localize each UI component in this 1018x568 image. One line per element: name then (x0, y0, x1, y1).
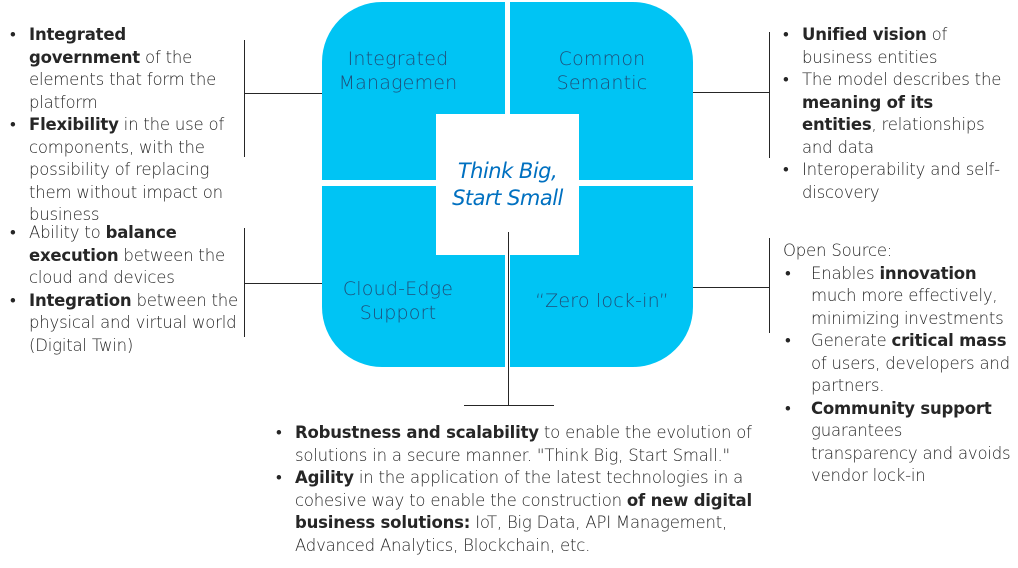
list-item: Ability to balance execution between the… (10, 222, 242, 290)
right-top-text: Unified vision of business entities The … (783, 24, 1011, 204)
list-item: Integration between the physical and vir… (10, 290, 242, 358)
list-item: Enables innovation much more effectively… (783, 263, 1011, 331)
right-bottom-text: Open Source: Enables innovation much mor… (783, 240, 1011, 488)
list-item: Generate critical mass of users, develop… (783, 330, 1011, 398)
open-source-title: Open Source: (783, 241, 893, 260)
quadrant-label-top-left: Integrated Managemen (338, 48, 458, 94)
quadrant-label-bottom-left: Cloud-Edge Support (342, 278, 454, 324)
list-item: The model describes the meaning of its e… (783, 69, 1011, 159)
list-item: Robustness and scalability to enable the… (276, 422, 762, 467)
quadrant-label-top-right: Common Semantic (556, 48, 648, 94)
center-title: Think Big, Start Small (436, 158, 579, 212)
list-item: Flexibility in the use of components, wi… (10, 114, 240, 227)
list-item: Community support guarantees transparenc… (783, 398, 1011, 488)
list-item: Unified vision of business entities (783, 24, 1011, 69)
bracket-bottom (464, 405, 554, 406)
bracket-right-top (769, 32, 770, 158)
list-item: Interoperability and self-discovery (783, 159, 1011, 204)
bracket-right-bottom (769, 238, 770, 333)
connector-right-bottom (693, 287, 769, 288)
bracket-left-top (244, 40, 245, 157)
connector-left-bottom (244, 283, 322, 284)
connector-left-top (244, 93, 322, 94)
center-title-line1: Think Big, (457, 159, 558, 183)
center-title-line2: Start Small (452, 186, 563, 210)
bracket-left-bottom (244, 228, 245, 337)
left-top-text: Integrated government of the elements th… (10, 24, 240, 227)
list-item: Agility in the application of the latest… (276, 467, 762, 557)
center-box: Think Big, Start Small (436, 114, 579, 255)
left-bottom-text: Ability to balance execution between the… (10, 222, 242, 357)
connector-bottom (508, 232, 509, 405)
quadrant-label-bottom-right: “Zero lock-in” (535, 290, 669, 312)
connector-right-top (693, 92, 769, 93)
list-item: Integrated government of the elements th… (10, 24, 240, 114)
bottom-text: Robustness and scalability to enable the… (276, 422, 762, 557)
